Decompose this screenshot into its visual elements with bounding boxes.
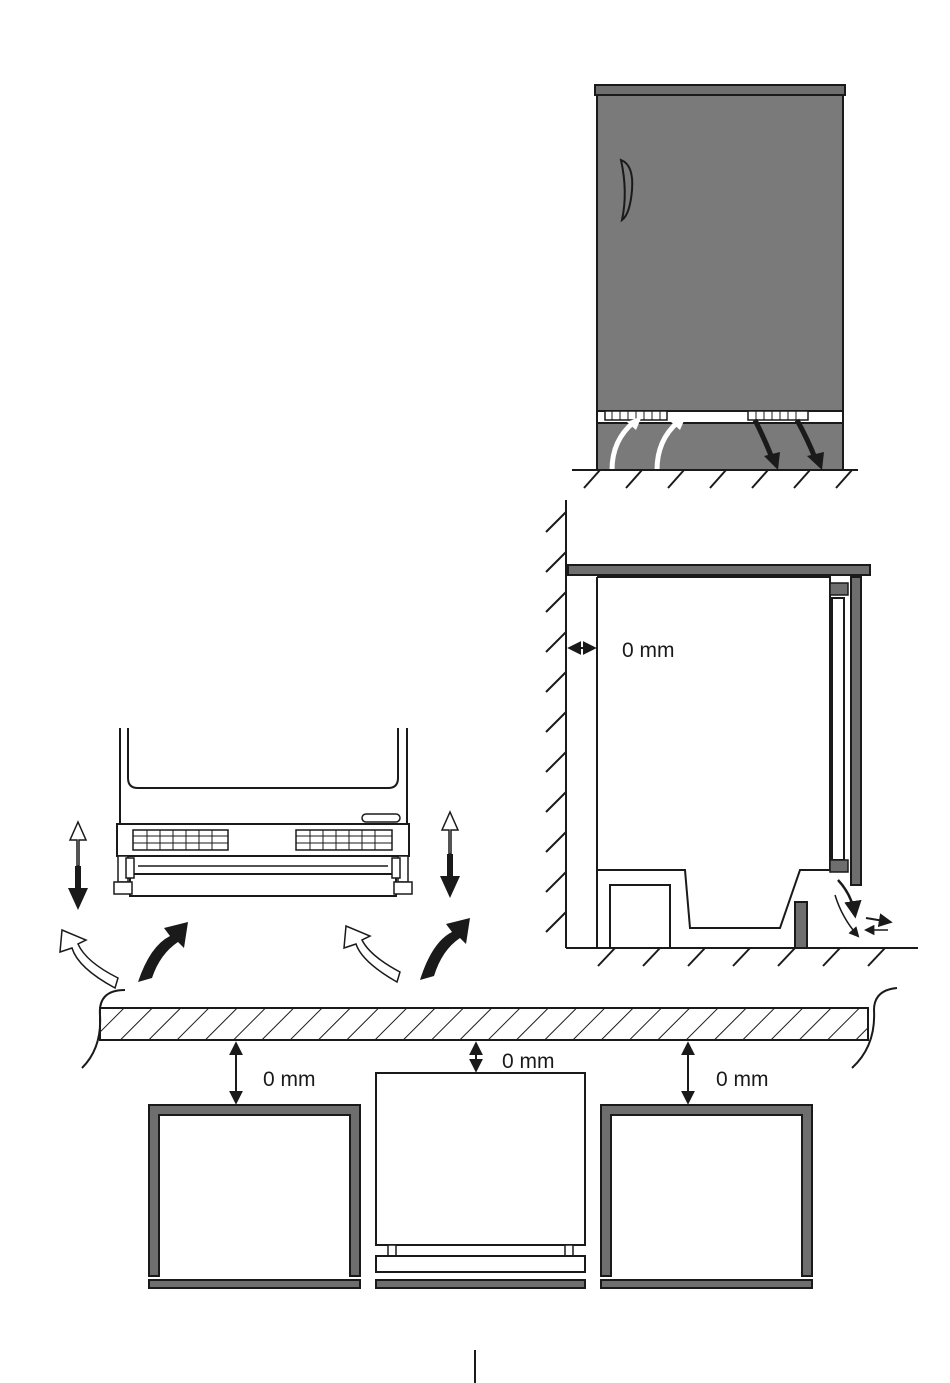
cabinet-left — [149, 1105, 360, 1288]
plinth-section — [795, 902, 807, 948]
floor-hatching — [584, 470, 852, 488]
double-arrow-icon — [440, 812, 460, 898]
inner-liner — [128, 728, 398, 788]
airflow-arrow-icon — [866, 918, 890, 922]
appliance-feet-view — [60, 728, 470, 988]
wall-hatching — [546, 512, 566, 932]
compressor-box — [610, 885, 670, 948]
base-strip — [117, 824, 409, 856]
top-gap-right-label: 0 mm — [716, 1068, 769, 1091]
airflow-arrow-icon — [835, 895, 858, 936]
curved-arrow-icon — [60, 930, 118, 988]
door-panel-section — [851, 577, 861, 885]
built-in-appliance — [376, 1073, 585, 1288]
door-seal-bottom — [830, 860, 848, 872]
side-gap-label: 0 mm — [622, 639, 675, 662]
door-seal-top — [830, 583, 848, 595]
plinth-base — [597, 423, 843, 470]
curved-arrow-icon — [420, 918, 470, 980]
side-section-view: 0 mm — [546, 500, 918, 966]
appliance-door — [597, 95, 843, 411]
appliance-sides — [120, 728, 407, 824]
worktop-hatched — [100, 1008, 868, 1040]
cabinet-right — [601, 1105, 812, 1288]
double-arrow-icon — [68, 822, 88, 910]
appliance-body-outline — [597, 577, 830, 870]
floor-hatching — [598, 948, 885, 966]
curved-arrow-icon — [138, 922, 188, 982]
top-gap-center-label: 0 mm — [502, 1050, 555, 1073]
worktop-section — [82, 988, 897, 1068]
kick-plate — [130, 874, 396, 896]
front-view-appliance — [572, 85, 858, 488]
door-liner — [832, 598, 844, 860]
top-gap-left-label: 0 mm — [263, 1068, 316, 1091]
curved-arrow-icon — [344, 926, 400, 982]
adjustable-foot-right — [392, 856, 412, 894]
control-indicator — [362, 814, 400, 822]
vent-grille-right — [748, 411, 808, 420]
adjustable-foot-left — [114, 856, 134, 894]
worktop — [568, 565, 870, 575]
countertop-top — [595, 85, 845, 95]
